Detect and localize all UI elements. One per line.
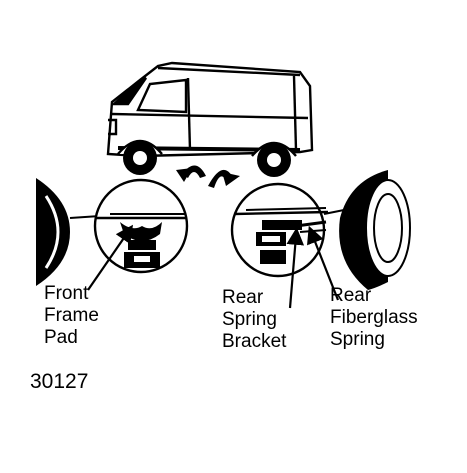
curved-arrow-left <box>176 165 206 182</box>
rear-fiberglass-spring-leader <box>307 225 340 301</box>
front-tire-fragment <box>36 178 70 286</box>
van-wheels <box>123 141 291 177</box>
rear-tire-fragment <box>339 170 411 290</box>
rear-spring-bracket-leader <box>286 227 305 309</box>
label-leaders <box>87 224 340 309</box>
curved-arrow-right <box>208 169 240 188</box>
rear-fiberglass-spring-label: Rear Fiberglass Spring <box>330 285 418 350</box>
rear-spring-bracket-label: Rear Spring Bracket <box>222 287 287 352</box>
front-frame-pad-label: Front Frame Pad <box>44 283 99 348</box>
front-frame-pad-leader <box>87 224 133 291</box>
figure-number: 30127 <box>30 370 89 393</box>
rear-bracket-detail <box>230 182 329 278</box>
